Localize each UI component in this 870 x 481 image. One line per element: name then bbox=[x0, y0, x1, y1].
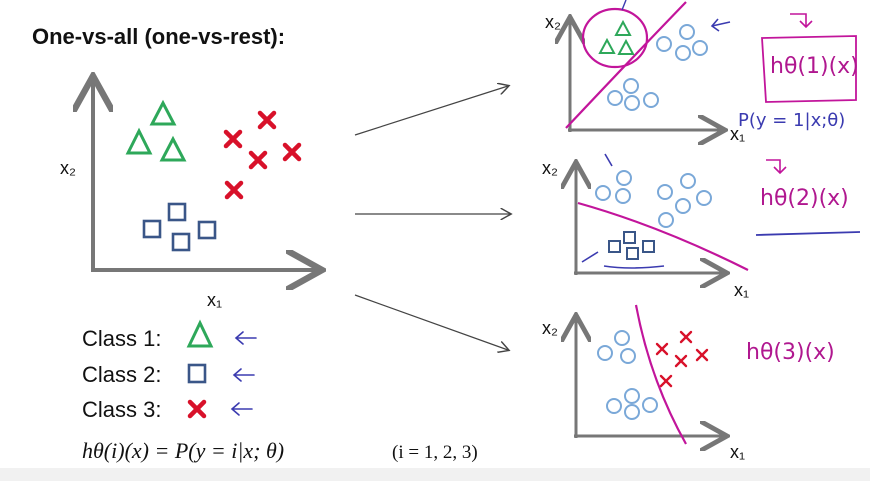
subplot-2 bbox=[574, 153, 861, 275]
square-marker bbox=[608, 240, 621, 253]
sub1-y-label: x₂ bbox=[545, 12, 561, 32]
hand-arrows bbox=[230, 331, 257, 416]
subplot-3 bbox=[574, 304, 724, 445]
cross-marker bbox=[224, 180, 244, 200]
decision-boundary bbox=[577, 201, 749, 271]
legend-cross-icon bbox=[187, 399, 207, 419]
main-x-label: x₁ bbox=[207, 290, 223, 310]
decision-boundary bbox=[634, 304, 687, 445]
hand-arrow-icon bbox=[604, 153, 613, 167]
cross-marker bbox=[257, 110, 277, 130]
arrow-to-plot-3 bbox=[354, 294, 508, 350]
legend-class-2: Class 2: bbox=[82, 362, 162, 387]
triangle-marker bbox=[598, 37, 616, 54]
legend-class-1: Class 1: bbox=[82, 326, 162, 351]
main-squares bbox=[142, 202, 217, 252]
circle-markers bbox=[607, 24, 708, 111]
square-marker bbox=[623, 231, 636, 244]
subplot-1 bbox=[565, 0, 857, 132]
main-y-label: x₂ bbox=[60, 158, 76, 178]
hand-arrow-icon bbox=[581, 251, 599, 263]
hypothesis-3-annotation: hθ(3)(x) bbox=[746, 340, 835, 365]
square-marker bbox=[167, 202, 187, 222]
sub1-x-label: x₁ bbox=[730, 124, 746, 144]
sub2-x-label: x₁ bbox=[734, 280, 750, 300]
probability-note: P(y = 1|x;θ) bbox=[738, 110, 846, 131]
legend-class-3: Class 3: bbox=[82, 397, 162, 422]
square-marker bbox=[142, 219, 162, 239]
legend-triangle-icon bbox=[186, 319, 214, 348]
class-circle-mark bbox=[581, 7, 649, 69]
sub2-y-label: x₂ bbox=[542, 158, 558, 178]
sub3-y-label: x₂ bbox=[542, 318, 558, 338]
hypothesis-2-annotation: hθ(2)(x) bbox=[760, 186, 849, 211]
annotation-box bbox=[761, 35, 857, 103]
underline-mark bbox=[603, 265, 665, 269]
cross-markers bbox=[655, 330, 709, 388]
square-marker bbox=[626, 247, 639, 260]
legend-square-icon bbox=[187, 363, 207, 384]
triangle-marker bbox=[614, 19, 632, 36]
square-marker bbox=[197, 220, 217, 240]
hand-arrow-icon bbox=[234, 331, 257, 345]
formula-range: (i = 1, 2, 3) bbox=[392, 442, 478, 463]
underline-mark bbox=[755, 231, 861, 236]
decision-boundary bbox=[565, 1, 687, 129]
slide-title: One-vs-all (one-vs-rest): bbox=[32, 24, 286, 49]
main-plot bbox=[91, 80, 318, 272]
hand-arrow-icon bbox=[790, 13, 813, 29]
hand-arrow-icon bbox=[766, 159, 787, 175]
connector-arrows bbox=[354, 86, 510, 350]
hand-arrow-icon bbox=[710, 18, 731, 32]
triangle-marker bbox=[159, 135, 187, 162]
sub3-x-label: x₁ bbox=[730, 442, 746, 462]
circle-markers bbox=[595, 170, 712, 228]
triangle-marker bbox=[125, 127, 153, 155]
arrow-to-plot-1 bbox=[354, 86, 508, 136]
main-crosses bbox=[223, 110, 302, 200]
cross-marker bbox=[248, 150, 268, 170]
main-triangles bbox=[125, 99, 187, 162]
square-marker bbox=[171, 232, 191, 252]
cross-marker bbox=[282, 142, 302, 162]
video-control-bar[interactable] bbox=[0, 468, 870, 481]
square-marker bbox=[642, 240, 655, 253]
circle-markers bbox=[597, 330, 658, 420]
hypothesis-formula: hθ(i)(x) = P(y = i|x; θ) bbox=[82, 438, 285, 463]
hand-arrow-icon bbox=[621, 0, 627, 11]
triangle-marker bbox=[149, 99, 177, 126]
cross-marker bbox=[223, 129, 243, 149]
hand-arrow-icon bbox=[230, 402, 253, 416]
hypothesis-1-annotation: hθ(1)(x) bbox=[770, 54, 859, 79]
triangle-marker bbox=[617, 38, 635, 55]
hand-arrow-icon bbox=[232, 368, 255, 382]
